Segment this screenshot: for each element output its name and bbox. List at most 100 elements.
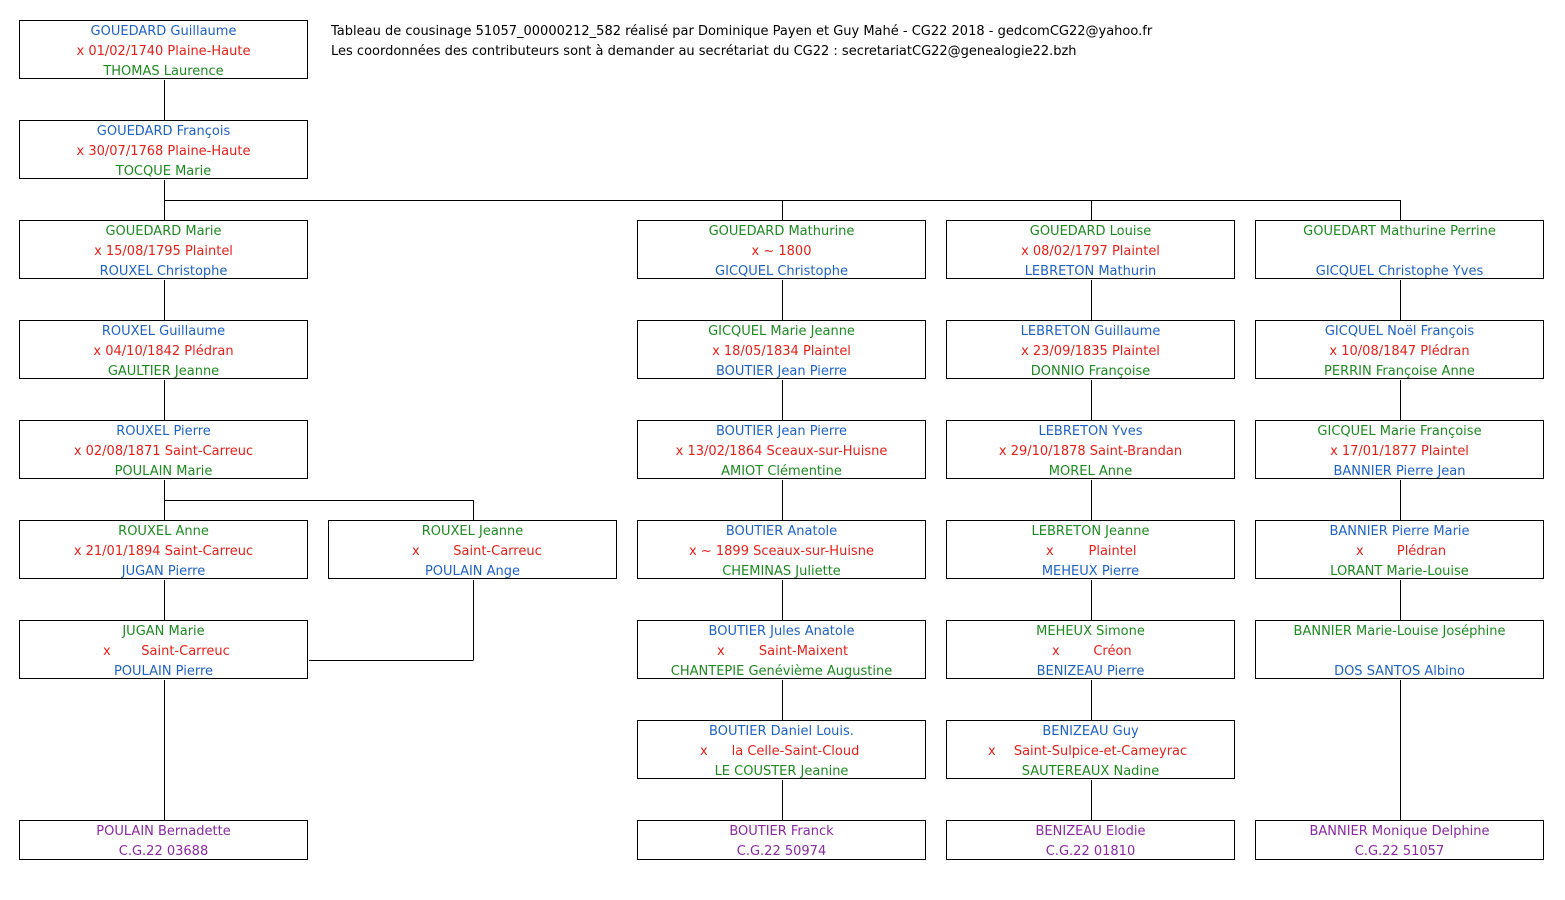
person-box: BOUTIER Jean Pierre x 13/02/1864 Sceaux-…: [637, 420, 926, 479]
descendant-name: LEBRETON Jeanne: [1031, 524, 1150, 539]
person-box: JUGAN Marie x Saint-Carreuc POULAIN Pier…: [19, 620, 308, 679]
husband-name: GOUEDARD François: [96, 124, 231, 139]
descendant-name: GOUEDART Mathurine Perrine: [1303, 224, 1496, 239]
marriage-info: x 15/08/1795 Plaintel: [94, 244, 233, 259]
marriage-mark: x: [700, 744, 708, 759]
spouse-name: POULAIN Pierre: [113, 664, 214, 679]
marriage-place: Saint-Carreuc: [453, 544, 542, 559]
descendant-name: MEHEUX Simone: [1036, 624, 1145, 639]
member-number: C.G.22 03688: [118, 844, 209, 859]
person-box: GOUEDARD François x 30/07/1768 Plaine-Ha…: [19, 120, 308, 179]
spouse-name: GICQUEL Christophe Yves: [1315, 264, 1484, 279]
marriage-info: x 13/02/1864 Sceaux-sur-Huisne: [675, 444, 888, 459]
marriage-mark: x: [1356, 544, 1364, 559]
person-box: BANNIER Marie-Louise Joséphine DOS SANTO…: [1255, 620, 1544, 679]
marriage-info: x 02/08/1871 Saint-Carreuc: [73, 444, 254, 459]
marriage-place: Créon: [1093, 644, 1132, 659]
husband-name: GOUEDARD Guillaume: [90, 24, 237, 39]
header-title: Tableau de cousinage 51057_00000212_582 …: [331, 24, 1153, 39]
person-box: MEHEUX Simone x Créon BENIZEAU Pierre: [946, 620, 1235, 679]
spouse-name: MEHEUX Pierre: [1041, 564, 1140, 579]
person-box: ROUXEL Anne x 21/01/1894 Saint-Carreuc J…: [19, 520, 308, 579]
descendant-name: GICQUEL Noël François: [1324, 324, 1475, 339]
spouse-name: AMIOT Clémentine: [721, 464, 842, 479]
person-box: ROUXEL Guillaume x 04/10/1842 Plédran GA…: [19, 320, 308, 379]
marriage-mark: x: [988, 744, 996, 759]
spouse-name: ROUXEL Christophe: [99, 264, 228, 279]
descendant-name: JUGAN Marie: [122, 624, 205, 639]
member-name: BANNIER Monique Delphine: [1309, 824, 1490, 839]
marriage-info: x ~ 1800: [751, 244, 812, 259]
person-box: BOUTIER Daniel Louis. x la Celle-Saint-C…: [637, 720, 926, 779]
marriage-info: x 04/10/1842 Plédran: [93, 344, 234, 359]
spouse-name: CHEMINAS Juliette: [722, 564, 841, 579]
descendant-name: ROUXEL Pierre: [116, 424, 211, 439]
person-box: GOUEDARD Marie x 15/08/1795 Plaintel ROU…: [19, 220, 308, 279]
person-box: GICQUEL Marie Françoise x 17/01/1877 Pla…: [1255, 420, 1544, 479]
marriage-mark: x: [103, 644, 111, 659]
descendant-name: GOUEDARD Marie: [105, 224, 222, 239]
spouse-name: POULAIN Ange: [424, 564, 521, 579]
descendant-name: GOUEDARD Louise: [1029, 224, 1152, 239]
descendant-name: BENIZEAU Guy: [1042, 724, 1139, 739]
member-number: C.G.22 51057: [1354, 844, 1445, 859]
marriage-place: Plédran: [1396, 544, 1447, 559]
descendant-name: ROUXEL Guillaume: [101, 324, 226, 339]
chart-header: Tableau de cousinage 51057_00000212_582 …: [331, 22, 1152, 62]
marriage-place: Plaintel: [1088, 544, 1137, 559]
marriage-mark: x: [717, 644, 725, 659]
marriage-info: x 10/08/1847 Plédran: [1329, 344, 1470, 359]
person-box: GOUEDARD Louise x 08/02/1797 Plaintel LE…: [946, 220, 1235, 279]
spouse-name: DOS SANTOS Albino: [1334, 664, 1465, 679]
person-box: BOUTIER Jules Anatole x Saint-Maixent CH…: [637, 620, 926, 679]
descendant-name: BOUTIER Anatole: [725, 524, 838, 539]
spouse-name: CHANTEPIE Genévième Augustine: [670, 664, 893, 679]
spouse-name: MOREL Anne: [1048, 464, 1133, 479]
marriage-info: x 23/09/1835 Plaintel: [1021, 344, 1160, 359]
person-box: BENIZEAU Elodie C.G.22 01810: [946, 820, 1235, 860]
member-name: POULAIN Bernadette: [96, 824, 231, 839]
marriage-mark: x: [1046, 544, 1054, 559]
marriage-place: la Celle-Saint-Cloud: [731, 744, 860, 759]
person-box: GOUEDART Mathurine Perrine GICQUEL Chris…: [1255, 220, 1544, 279]
person-box: POULAIN Bernadette C.G.22 03688: [19, 820, 308, 860]
marriage-info: x 08/02/1797 Plaintel: [1021, 244, 1160, 259]
person-box: BOUTIER Franck C.G.22 50974: [637, 820, 926, 860]
descendant-name: BANNIER Marie-Louise Joséphine: [1293, 624, 1506, 639]
marriage-info: x 30/07/1768 Plaine-Haute: [76, 144, 251, 159]
descendant-name: LEBRETON Yves: [1038, 424, 1143, 439]
spouse-name: GICQUEL Christophe: [715, 264, 848, 279]
marriage-info: x 21/01/1894 Saint-Carreuc: [73, 544, 254, 559]
person-box: ROUXEL Jeanne x Saint-Carreuc POULAIN An…: [328, 520, 617, 579]
marriage-place: Saint-Maixent: [758, 644, 849, 659]
spouse-name: PERRIN Françoise Anne: [1324, 364, 1475, 379]
descendant-name: BOUTIER Jules Anatole: [708, 624, 855, 639]
spouse-name: LE COUSTER Jeanine: [714, 764, 849, 779]
person-box: GICQUEL Noël François x 10/08/1847 Plédr…: [1255, 320, 1544, 379]
person-box: GICQUEL Marie Jeanne x 18/05/1834 Plaint…: [637, 320, 926, 379]
descendant-name: ROUXEL Anne: [118, 524, 209, 539]
spouse-name: SAUTEREAUX Nadine: [1021, 764, 1160, 779]
spouse-name: BANNIER Pierre Jean: [1333, 464, 1466, 479]
descendant-name: LEBRETON Guillaume: [1020, 324, 1161, 339]
person-box: GOUEDARD Mathurine x ~ 1800 GICQUEL Chri…: [637, 220, 926, 279]
person-box: LEBRETON Guillaume x 23/09/1835 Plaintel…: [946, 320, 1235, 379]
marriage-place: Saint-Sulpice-et-Cameyrac: [1013, 744, 1188, 759]
person-box: LEBRETON Yves x 29/10/1878 Saint-Brandan…: [946, 420, 1235, 479]
descendant-name: BANNIER Pierre Marie: [1329, 524, 1470, 539]
wife-name: THOMAS Laurence: [103, 64, 224, 79]
spouse-name: DONNIO Françoise: [1030, 364, 1151, 379]
marriage-place: Saint-Carreuc: [141, 644, 230, 659]
descendant-name: ROUXEL Jeanne: [421, 524, 524, 539]
marriage-info: x 29/10/1878 Saint-Brandan: [998, 444, 1183, 459]
marriage-mark: x: [412, 544, 420, 559]
descendant-name: GICQUEL Marie Françoise: [1317, 424, 1482, 439]
spouse-name: BOUTIER Jean Pierre: [715, 364, 848, 379]
person-box: BENIZEAU Guy x Saint-Sulpice-et-Cameyrac…: [946, 720, 1235, 779]
member-number: C.G.22 50974: [736, 844, 827, 859]
spouse-name: GAULTIER Jeanne: [107, 364, 220, 379]
spouse-name: LEBRETON Mathurin: [1024, 264, 1157, 279]
marriage-info: [1256, 242, 1543, 262]
person-box: GOUEDARD Guillaume x 01/02/1740 Plaine-H…: [19, 20, 308, 79]
